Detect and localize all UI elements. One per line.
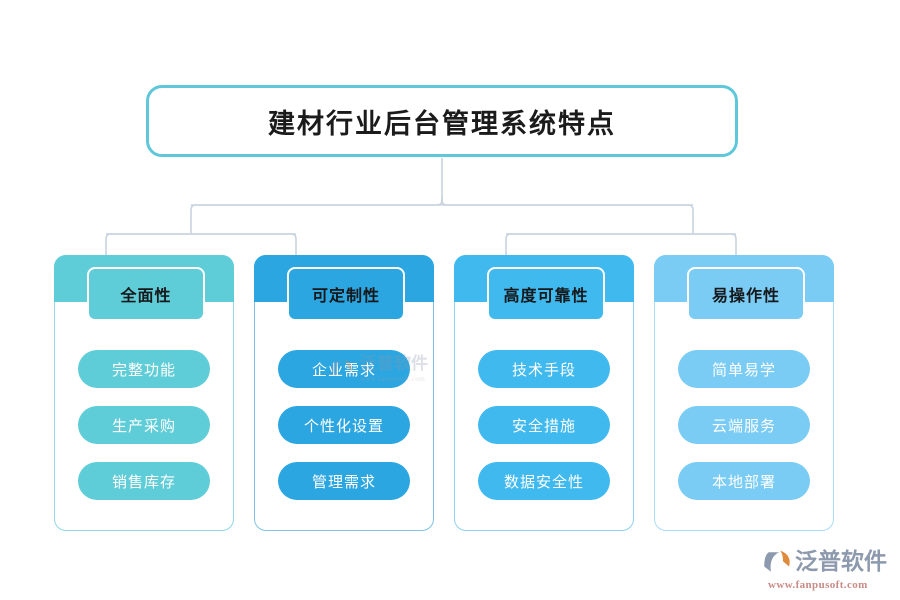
branch-column-customizability[interactable]: 可定制性 企业需求 个性化设置 管理需求 <box>254 255 434 531</box>
card-header-badge[interactable]: 高度可靠性 <box>487 267 605 321</box>
card-header-label: 全面性 <box>120 286 172 305</box>
logo-url: www.fanpusoft.com <box>768 579 868 591</box>
branch-column-high-reliability[interactable]: 高度可靠性 技术手段 安全措施 数据安全性 <box>454 255 634 531</box>
list-item-label: 技术手段 <box>511 360 576 379</box>
connector-leaf-1 <box>105 233 191 256</box>
list-item[interactable]: 生产采购 <box>78 406 210 444</box>
list-item-label: 云端服务 <box>711 416 776 435</box>
list-item-label: 管理需求 <box>311 472 376 491</box>
list-item-label: 销售库存 <box>111 472 176 491</box>
list-item[interactable]: 管理需求 <box>278 462 410 500</box>
root-title: 建材行业后台管理系统特点 <box>268 108 616 140</box>
card-header-label: 易操作性 <box>711 286 780 305</box>
list-item[interactable]: 个性化设置 <box>278 406 410 444</box>
card-item-list: 完整功能 生产采购 销售库存 <box>54 350 234 518</box>
list-item-label: 简单易学 <box>711 360 776 379</box>
list-item[interactable]: 技术手段 <box>478 350 610 388</box>
card-item-list: 技术手段 安全措施 数据安全性 <box>454 350 634 518</box>
list-item-label: 生产采购 <box>111 416 176 435</box>
card-header-badge[interactable]: 全面性 <box>87 267 205 321</box>
card-header-label: 可定制性 <box>311 286 380 305</box>
connector-leaf-4 <box>693 233 737 256</box>
card-item-list: 简单易学 云端服务 本地部署 <box>654 350 834 518</box>
list-item-label: 完整功能 <box>111 360 176 379</box>
card-header-badge[interactable]: 易操作性 <box>687 267 805 321</box>
list-item[interactable]: 简单易学 <box>678 350 810 388</box>
list-item-label: 安全措施 <box>511 416 576 435</box>
card-header-badge[interactable]: 可定制性 <box>287 267 405 321</box>
card-header-label: 高度可靠性 <box>503 286 589 305</box>
connector-branch-left <box>190 196 443 234</box>
list-item[interactable]: 安全措施 <box>478 406 610 444</box>
list-item[interactable]: 云端服务 <box>678 406 810 444</box>
branch-column-comprehensiveness[interactable]: 全面性 完整功能 生产采购 销售库存 <box>54 255 234 531</box>
card-item-list: 企业需求 个性化设置 管理需求 <box>254 350 434 518</box>
list-item-label: 本地部署 <box>711 472 776 491</box>
fanpu-logo-icon <box>764 550 790 572</box>
root-node[interactable]: 建材行业后台管理系统特点 <box>146 85 738 157</box>
list-item[interactable]: 本地部署 <box>678 462 810 500</box>
logo-row: 泛普软件 <box>762 548 887 576</box>
list-item-label: 数据安全性 <box>503 472 584 491</box>
connector-branch-right <box>441 196 694 234</box>
list-item[interactable]: 完整功能 <box>78 350 210 388</box>
connector-leaf-3 <box>505 233 693 256</box>
list-item[interactable]: 企业需求 <box>278 350 410 388</box>
branch-column-ease-of-operation[interactable]: 易操作性 简单易学 云端服务 本地部署 <box>654 255 834 531</box>
connector-leaf-2 <box>191 233 297 256</box>
list-item-label: 个性化设置 <box>303 416 384 435</box>
logo-wordmark: 泛普软件 <box>795 548 887 575</box>
list-item-label: 企业需求 <box>311 360 376 379</box>
list-item[interactable]: 数据安全性 <box>478 462 610 500</box>
fanpu-logo: 泛普软件 www.fanpusoft.com <box>762 548 890 592</box>
list-item[interactable]: 销售库存 <box>78 462 210 500</box>
